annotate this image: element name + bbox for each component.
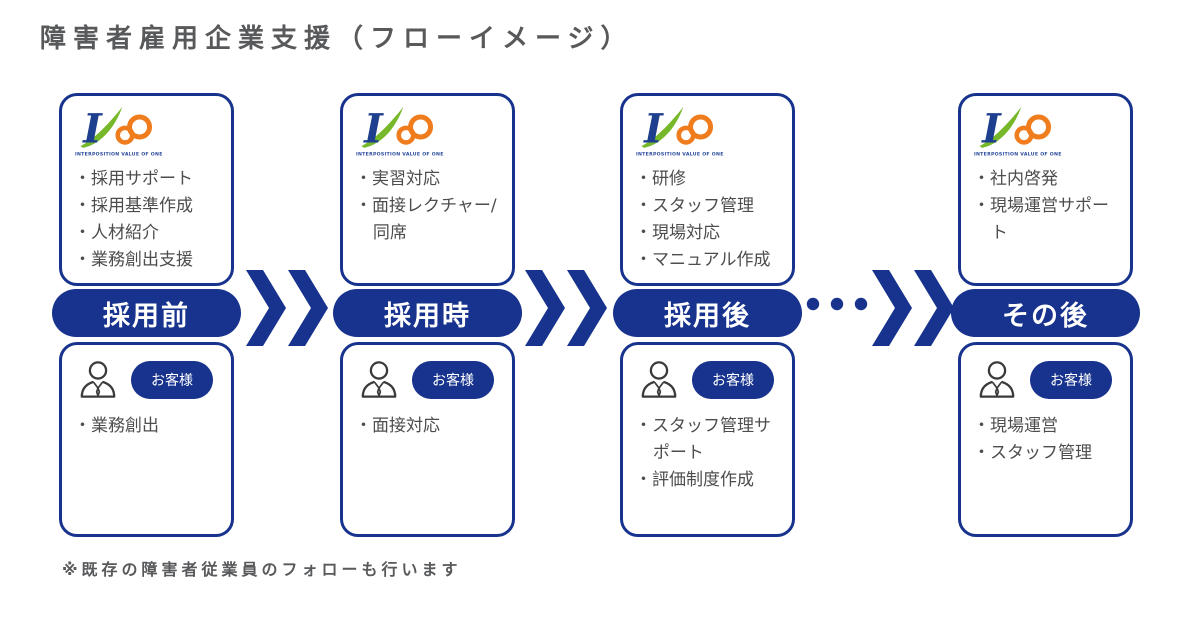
task-item: スタッフ管理 [973,440,1122,467]
company-services-list: 研修 スタッフ管理 現場対応 マニュアル作成 [623,166,792,274]
customer-row: お客様 [343,345,512,400]
ellipsis-dots-icon [806,296,868,311]
value-of-one-logo-icon: I [80,105,153,152]
stage-pill-pre-hire: 採用前 [52,289,241,337]
service-item: 研修 [635,166,784,193]
svg-text:I: I [643,105,664,149]
value-of-one-logo: I INTERPOSITION VALUE OF ONE [961,96,1130,162]
stage-column-after: I INTERPOSITION VALUE OF ONE 社内啓発 現場運営サポ… [951,93,1140,537]
person-icon [979,361,1015,398]
service-item: 実習対応 [355,166,504,193]
stage-pill-post-hire: 採用後 [613,289,802,337]
customer-badge: お客様 [412,361,494,399]
customer-tasks-card: お客様 業務創出 [59,342,234,537]
task-item: 業務創出 [74,413,223,440]
stage-pill-after: その後 [951,289,1140,337]
customer-row: お客様 [961,345,1130,400]
service-item: 採用基準作成 [74,193,223,220]
company-services-list: 社内啓発 現場運営サポート [961,166,1130,247]
company-services-card: I INTERPOSITION VALUE OF ONE 研修 スタッフ管理 現… [620,93,795,286]
svg-text:I: I [82,105,103,149]
svg-text:I: I [981,105,1002,149]
company-services-list: 採用サポート 採用基準作成 人材紹介 業務創出支援 [62,166,231,274]
service-item: 業務創出支援 [74,247,223,274]
customer-tasks-list: 現場運営 スタッフ管理 [961,413,1130,467]
company-services-list: 実習対応 面接レクチャー/同席 [343,166,512,247]
task-item: 評価制度作成 [635,467,784,494]
stage-label: 採用時 [384,300,471,332]
stage-column-at-hire: I INTERPOSITION VALUE OF ONE 実習対応 面接レクチャ… [333,93,522,537]
footnote: ※既存の障害者従業員のフォローも行います [62,560,462,579]
person-icon [361,361,397,398]
customer-tasks-list: 面接対応 [343,413,512,440]
customer-tasks-card: お客様 スタッフ管理サポート 評価制度作成 [620,342,795,537]
service-item: 採用サポート [74,166,223,193]
stage-label: 採用前 [103,300,190,332]
value-of-one-logo-icon: I [361,105,434,152]
task-item: 面接対応 [355,413,504,440]
logo-caption: INTERPOSITION VALUE OF ONE [356,152,444,158]
value-of-one-logo: I INTERPOSITION VALUE OF ONE [343,96,512,162]
service-item: 面接レクチャー/同席 [355,193,504,247]
service-item: 社内啓発 [973,166,1122,193]
task-item: スタッフ管理サポート [635,413,784,467]
company-services-card: I INTERPOSITION VALUE OF ONE 実習対応 面接レクチャ… [340,93,515,286]
company-services-card: I INTERPOSITION VALUE OF ONE 採用サポート 採用基準… [59,93,234,286]
task-item: 現場運営 [973,413,1122,440]
company-services-card: I INTERPOSITION VALUE OF ONE 社内啓発 現場運営サポ… [958,93,1133,286]
svg-text:I: I [363,105,384,149]
service-item: 現場運営サポート [973,193,1122,247]
service-item: 現場対応 [635,220,784,247]
page-title: 障害者雇用企業支援（フローイメージ） [40,24,634,54]
customer-badge: お客様 [692,361,774,399]
value-of-one-logo: I INTERPOSITION VALUE OF ONE [62,96,231,162]
value-of-one-logo-icon: I [979,105,1052,152]
customer-tasks-list: スタッフ管理サポート 評価制度作成 [623,413,792,494]
double-chevron-icon [246,270,328,346]
stage-pill-at-hire: 採用時 [333,289,522,337]
double-chevron-icon [872,270,954,346]
person-icon [80,361,116,398]
logo-caption: INTERPOSITION VALUE OF ONE [974,152,1062,158]
stage-column-pre-hire: I INTERPOSITION VALUE OF ONE 採用サポート 採用基準… [52,93,241,537]
customer-tasks-card: お客様 現場運営 スタッフ管理 [958,342,1133,537]
value-of-one-logo: I INTERPOSITION VALUE OF ONE [623,96,792,162]
service-item: マニュアル作成 [635,247,784,274]
service-item: 人材紹介 [74,220,223,247]
customer-row: お客様 [623,345,792,400]
service-item: スタッフ管理 [635,193,784,220]
logo-caption: INTERPOSITION VALUE OF ONE [636,152,724,158]
logo-caption: INTERPOSITION VALUE OF ONE [75,152,163,158]
customer-tasks-list: 業務創出 [62,413,231,440]
customer-row: お客様 [62,345,231,400]
stage-label: その後 [1002,300,1089,332]
stage-label: 採用後 [664,300,751,332]
value-of-one-logo-icon: I [641,105,714,152]
double-chevron-icon [525,270,607,346]
customer-tasks-card: お客様 面接対応 [340,342,515,537]
stage-column-post-hire: I INTERPOSITION VALUE OF ONE 研修 スタッフ管理 現… [613,93,802,537]
person-icon [641,361,677,398]
customer-badge: お客様 [1030,361,1112,399]
customer-badge: お客様 [131,361,213,399]
